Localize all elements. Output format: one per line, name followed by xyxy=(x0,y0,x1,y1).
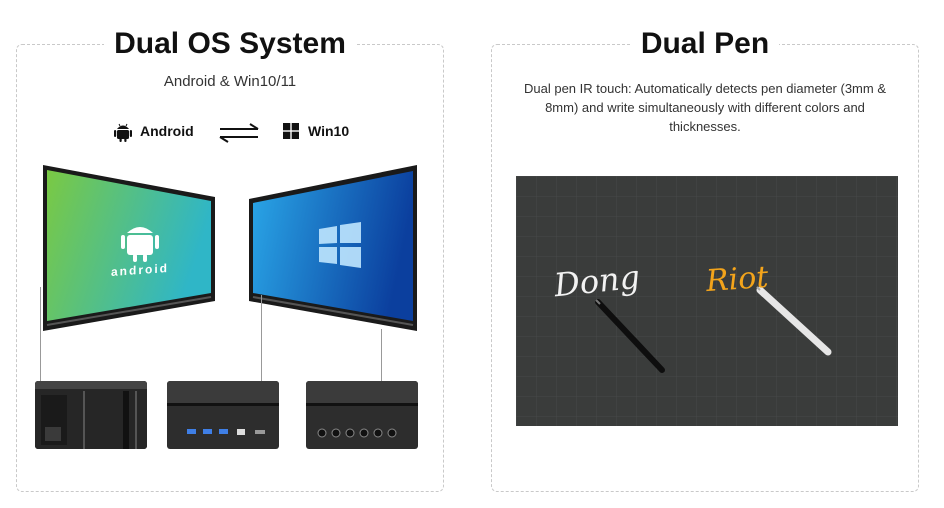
front-buttons-thumbnail xyxy=(306,381,418,449)
dual-pen-title-wrap: Dual Pen xyxy=(492,27,918,61)
pointer-line-3 xyxy=(381,329,382,381)
dual-os-title-wrap: Dual OS System xyxy=(17,27,443,61)
windows-icon xyxy=(283,123,299,139)
dual-pen-panel: Dual Pen Dual pen IR touch: Automaticall… xyxy=(491,27,919,492)
windows-display xyxy=(249,165,419,333)
front-ports-thumbnail xyxy=(167,381,279,449)
side-panel-thumbnail xyxy=(35,381,147,449)
pointer-line-1 xyxy=(40,287,41,381)
android-display: android xyxy=(43,165,217,333)
dual-pen-description: Dual pen IR touch: Automatically detects… xyxy=(523,81,886,134)
android-label: Android xyxy=(140,123,194,139)
black-pen-icon xyxy=(595,299,665,373)
switch-arrows-icon xyxy=(219,123,259,143)
dual-pen-title: Dual Pen xyxy=(630,27,780,60)
pointer-line-2 xyxy=(261,295,262,381)
writing-board: Dong Riot xyxy=(516,176,898,426)
windows-label: Win10 xyxy=(308,123,350,139)
dual-os-title: Dual OS System xyxy=(104,27,356,60)
handwriting-orange: Riot xyxy=(704,259,770,300)
dual-os-panel: Dual OS System Android & Win10/11 Androi… xyxy=(16,27,444,492)
white-pen-icon xyxy=(756,286,832,356)
dual-os-subtitle: Android & Win10/11 xyxy=(163,73,297,90)
os-switch-row: Android Win10 xyxy=(17,119,443,147)
android-icon xyxy=(114,123,132,142)
